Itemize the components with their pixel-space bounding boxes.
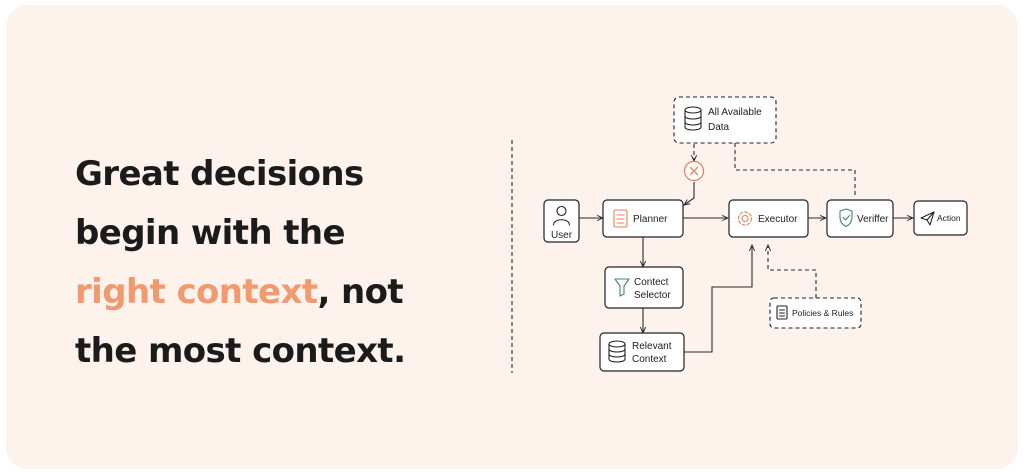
node-user: User [543, 199, 580, 243]
database-icon [684, 106, 702, 131]
edge-blocked-to-planner [684, 182, 695, 205]
edge-relevant-to-executor [684, 245, 752, 353]
close-circle-icon [683, 160, 705, 182]
headline-line-1: Great decisions [75, 154, 364, 194]
node-planner: Planner [602, 199, 684, 238]
executor-label: Executor [758, 214, 798, 225]
headline-line-4: the most context. [75, 331, 406, 371]
selector-label-line-1: Contect [634, 277, 669, 288]
all-data-label-line-1: All Available [708, 107, 762, 118]
database-icon [608, 340, 626, 363]
node-all-available-data: All Available Data [673, 96, 777, 144]
filter-icon [614, 278, 630, 297]
relevant-label-line-1: Relevant [632, 341, 672, 352]
headline-highlight: right context [75, 272, 318, 312]
list-icon [776, 305, 788, 320]
policies-label: Policies & Rules [792, 308, 853, 318]
shield-check-icon [839, 208, 853, 228]
edge-policies-to-executor [768, 245, 817, 298]
user-icon [552, 205, 571, 226]
workflow-diagram: All Available Data User Planner [511, 96, 968, 373]
node-executor: Executor [728, 199, 809, 238]
user-label: User [551, 230, 573, 241]
paper-plane-icon [920, 211, 935, 226]
verifier-label: Veriffer [857, 214, 889, 225]
selector-label-line-2: Selector [634, 290, 671, 301]
relevant-label-line-2: Context [632, 354, 667, 365]
headline: Great decisions begin with the right con… [75, 145, 495, 381]
planner-label: Planner [633, 214, 668, 225]
node-policies-rules: Policies & Rules [769, 297, 862, 329]
all-data-label-line-2: Data [708, 122, 730, 133]
content-card: Great decisions begin with the right con… [6, 5, 1018, 469]
headline-line-2: begin with the [75, 213, 346, 253]
node-action: Action [913, 200, 968, 236]
action-label: Action [937, 213, 961, 223]
node-relevant-context: Relevant Context [599, 332, 685, 372]
document-icon [613, 209, 628, 228]
edge-data-to-verifier [734, 122, 856, 198]
node-context-selector: Contect Selector [604, 266, 684, 309]
gear-icon [737, 211, 753, 226]
node-verifier: Veriffer [826, 199, 894, 238]
headline-line-3-rest: , not [317, 272, 404, 312]
